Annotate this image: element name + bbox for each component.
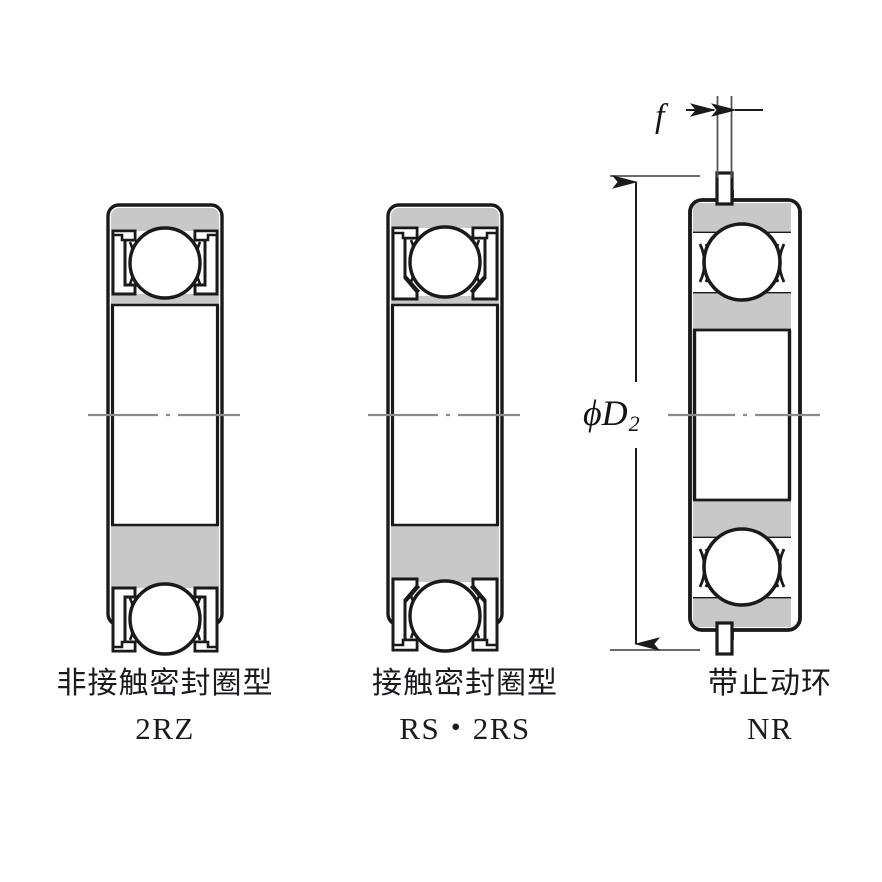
caption-text-cn: 带止动环: [708, 666, 832, 701]
bearing-2rs-top-raceway: [391, 225, 499, 301]
bearing-2rs-drawing: [368, 203, 520, 653]
caption-text-code: 2RZ: [135, 710, 195, 746]
caption-text-code: RS・2RS: [399, 710, 531, 746]
dimension-d2: [610, 175, 700, 651]
dimension-label-d2: ϕD2: [583, 392, 640, 437]
caption-bearing-2rz: 非接触密封圈型 2RZ: [0, 666, 330, 747]
bearing-2rs-bottom-raceway: [391, 577, 499, 653]
caption-bearing-nr: 带止动环 NR: [615, 666, 882, 747]
bearing-2rz-drawing: [88, 203, 240, 656]
caption-text-cn: 非接触密封圈型: [56, 666, 274, 701]
dimension-label-f: f: [655, 98, 665, 135]
bearing-2rz-bottom-raceway: [111, 582, 219, 656]
d2-letter: D: [601, 393, 628, 433]
caption-bearing-2rs: 接触密封圈型 RS・2RS: [310, 666, 620, 747]
caption-text-code: NR: [746, 710, 794, 746]
bearing-ball: [128, 226, 202, 300]
bearing-nr-drawing: [668, 171, 820, 656]
snap-ring-groove: [715, 171, 734, 656]
dimension-f: [686, 96, 763, 178]
d2-subscript: 2: [628, 411, 640, 436]
bearing-ball: [702, 222, 782, 302]
phi-symbol: ϕ: [583, 393, 602, 433]
bearing-ball: [408, 225, 482, 299]
caption-text-cn: 接触密封圈型: [372, 666, 558, 701]
bearing-nr-bottom-raceway: [693, 527, 791, 607]
bearing-2rz-top-raceway: [111, 226, 219, 300]
bearing-nr-top-raceway: [693, 222, 791, 302]
